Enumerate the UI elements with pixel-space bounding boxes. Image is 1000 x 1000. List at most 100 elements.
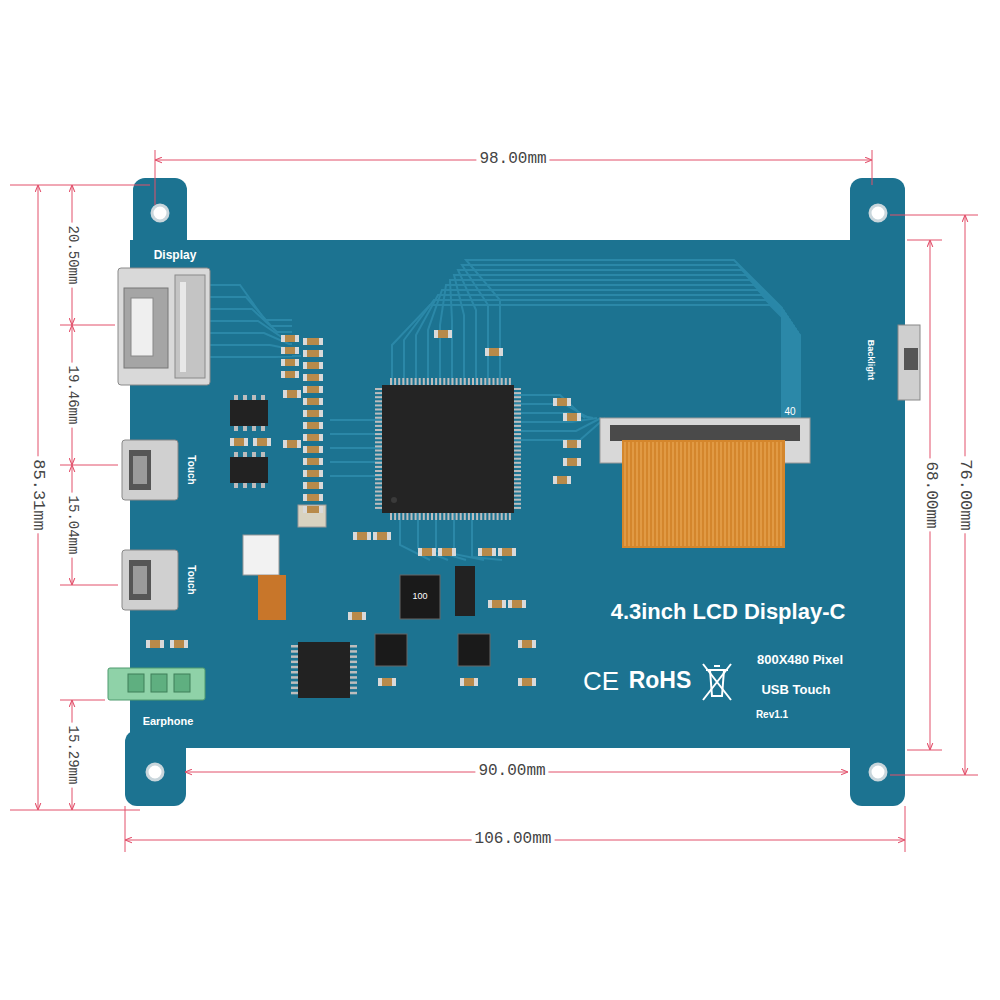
chip-pin	[514, 503, 521, 505]
smd-part	[508, 600, 526, 608]
smd-part	[303, 506, 323, 513]
chip-pin	[484, 513, 486, 520]
chip-pin	[514, 388, 521, 390]
ribbon-stripe	[624, 442, 625, 546]
pcb-traces	[210, 260, 800, 560]
chip-pin	[460, 513, 462, 520]
chip-pin	[427, 378, 429, 385]
ribbon-stripe	[700, 442, 701, 546]
chip-pin	[514, 450, 521, 452]
pcb-trace	[514, 413, 593, 418]
chip-pin	[375, 499, 382, 501]
pcb-trace	[436, 513, 466, 560]
ribbon-stripe	[764, 442, 765, 546]
chip-pin	[439, 513, 441, 520]
mounting-hole	[147, 205, 886, 780]
chip-pin	[456, 513, 458, 520]
chip-pin	[505, 378, 507, 385]
chip-pin	[291, 661, 298, 664]
smd-part	[303, 362, 323, 369]
chip-pin	[509, 513, 511, 520]
ribbon-stripe	[760, 442, 761, 546]
micro-usb-port	[122, 440, 178, 610]
chip-pin	[443, 513, 445, 520]
smd-part	[563, 458, 581, 466]
chip-pin	[464, 513, 466, 520]
ribbon-stripe	[680, 442, 681, 546]
small-chips	[230, 400, 490, 698]
pcb-trace	[330, 433, 382, 435]
chip-pin	[291, 645, 298, 648]
smd-part	[283, 440, 301, 448]
weee-symbol	[703, 664, 731, 700]
chip-pin	[423, 378, 425, 385]
ribbon-stripe	[772, 442, 773, 546]
chip-pin	[375, 392, 382, 394]
chip-pin	[291, 650, 298, 653]
chip-pin	[291, 655, 298, 658]
chip-pin	[514, 495, 521, 497]
port-label: Display	[154, 249, 197, 262]
pcb-board	[125, 178, 905, 806]
chip-pin	[350, 645, 357, 648]
pcb-trace	[472, 513, 502, 560]
chip-pin	[375, 429, 382, 431]
smd-part	[378, 678, 396, 686]
chip-pin	[472, 513, 474, 520]
chip-pin	[514, 441, 521, 443]
chip-pin	[435, 513, 437, 520]
smd-part	[303, 422, 323, 429]
ribbon-stripe	[736, 442, 737, 546]
chip-pin	[375, 482, 382, 484]
chip-pin	[480, 378, 482, 385]
chip-pin	[435, 378, 437, 385]
dimension-text: 19.46mm	[63, 363, 80, 428]
chip-pin	[243, 395, 247, 400]
port-label: Touch	[186, 565, 197, 594]
chip-pin	[501, 378, 503, 385]
smd-part	[434, 330, 452, 338]
smd-part	[518, 678, 536, 686]
chip-pin	[350, 655, 357, 658]
chip-pin	[394, 513, 396, 520]
chip-pin	[398, 378, 400, 385]
chip-pin	[291, 681, 298, 684]
chip-pin	[390, 378, 392, 385]
smd-part	[281, 347, 299, 354]
chip-pin	[243, 426, 247, 431]
ribbon-stripe	[656, 442, 657, 546]
chip-pin	[375, 425, 382, 427]
revision-text: Rev1.1	[756, 709, 788, 720]
chip-pin	[514, 466, 521, 468]
ribbon-stripe	[728, 442, 729, 546]
ribbon-stripe	[688, 442, 689, 546]
chip-pin	[243, 452, 247, 457]
smd-part	[303, 410, 323, 417]
part-marking: 100	[412, 592, 427, 602]
smd-part	[303, 338, 323, 345]
chip-pin	[394, 378, 396, 385]
chip-pin	[514, 482, 521, 484]
dimension-text: 20.50mm	[63, 223, 80, 288]
chip-pin	[375, 409, 382, 411]
smd-part	[146, 640, 164, 648]
ribbon-stripe	[768, 442, 769, 546]
smd-part	[478, 548, 496, 556]
smd-part	[518, 640, 536, 648]
ribbon-stripe	[652, 442, 653, 546]
chip-pin	[439, 378, 441, 385]
chip-pin	[484, 378, 486, 385]
chip-pin	[375, 413, 382, 415]
chip-pin	[291, 687, 298, 690]
pin-count: 40	[784, 406, 795, 417]
ribbon-stripe	[648, 442, 649, 546]
pcb-trace	[514, 418, 597, 422]
chip-pin	[350, 692, 357, 695]
smd-part	[281, 335, 299, 342]
chip-pin	[460, 378, 462, 385]
chip-pin	[514, 417, 521, 419]
chip-pin	[291, 666, 298, 669]
smd-part	[553, 476, 571, 484]
chip-pin	[419, 513, 421, 520]
chip-pin	[514, 421, 521, 423]
